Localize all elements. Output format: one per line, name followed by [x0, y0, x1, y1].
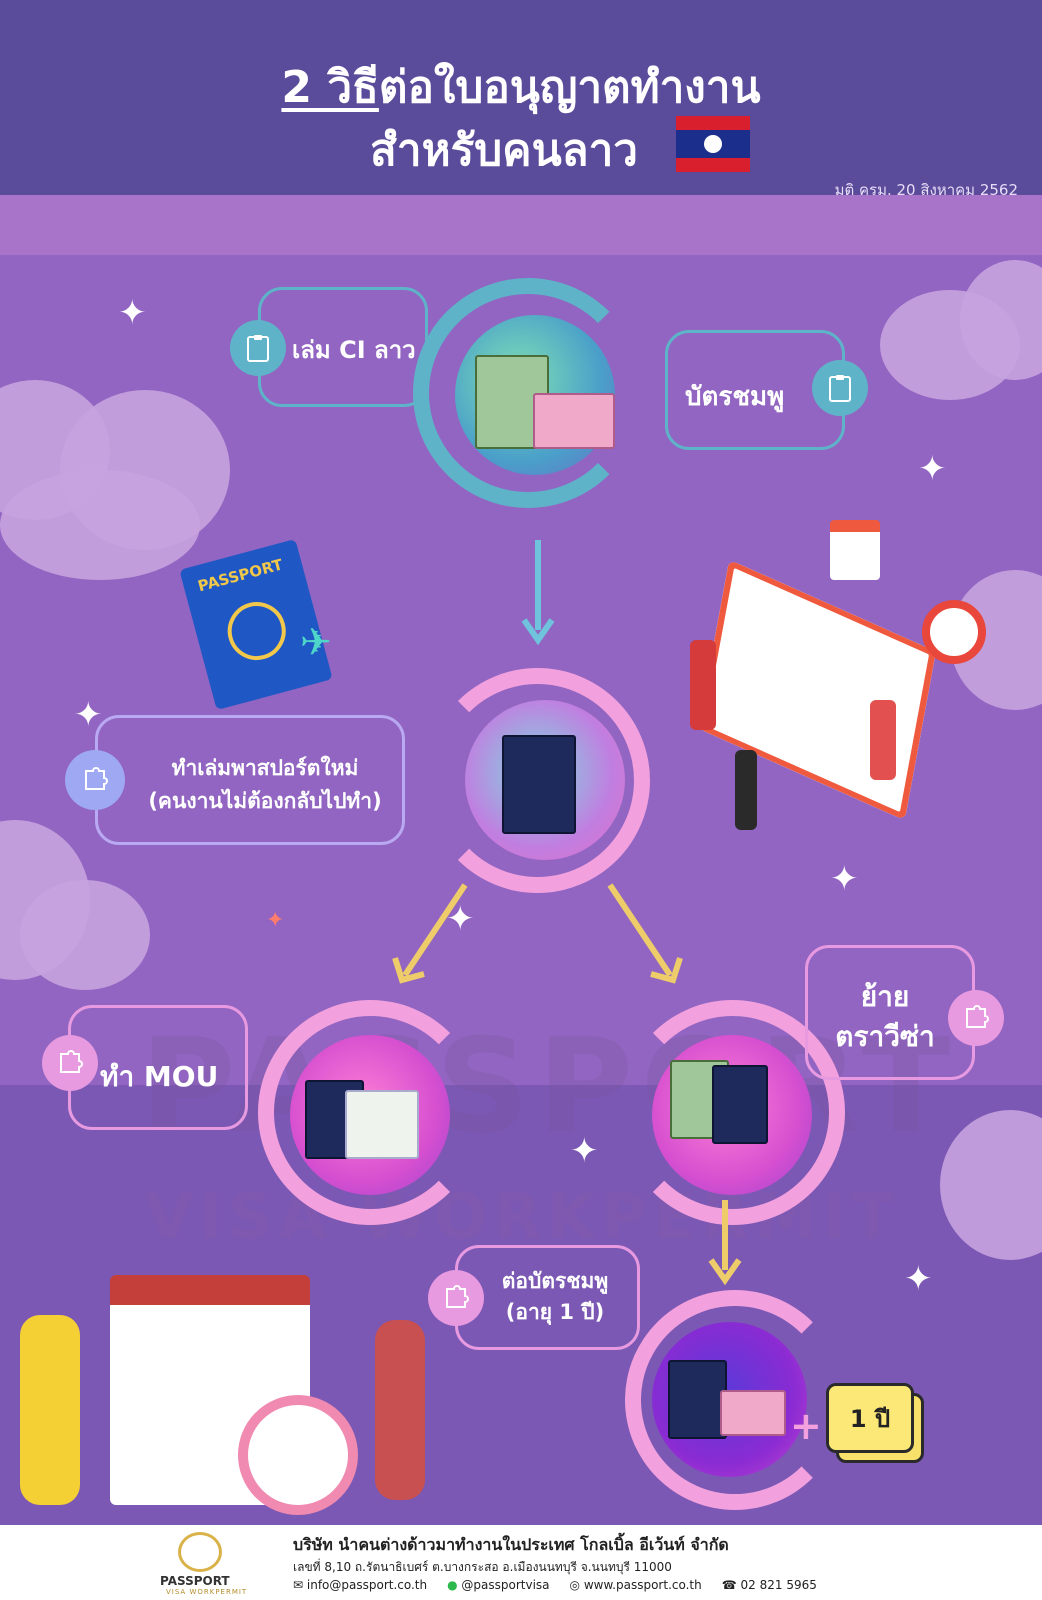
sparkle-icon: ✦	[904, 1259, 933, 1299]
person-figure	[735, 750, 757, 830]
label-renew-card-line1: ต่อบัตรชมพู	[501, 1269, 609, 1293]
arrow-down	[708, 1200, 742, 1285]
label-mou: ทำ MOU	[100, 1060, 219, 1093]
pink-card-image	[533, 393, 615, 449]
arrow-down-right	[607, 883, 683, 984]
arrow-down-left	[392, 883, 468, 984]
stopwatch-icon	[238, 1395, 358, 1515]
label-new-passport-line1: ทำเล่มพาสปอร์ตใหม่	[171, 756, 359, 780]
label-renew-card-line2: (อายุ 1 ปี)	[505, 1300, 605, 1324]
page-title-line1: 2 วิธีต่อใบอนุญาตทำงาน	[0, 52, 1042, 122]
contact-row: ✉ info@passport.co.th ● @passportvisa ◎ …	[293, 1578, 817, 1592]
title-rest: ต่อใบอนุญาตทำงาน	[378, 62, 761, 113]
mou-document-image	[345, 1090, 419, 1159]
phone-icon: ☎	[721, 1578, 741, 1592]
passport-illustration-label: PASSPORT	[195, 555, 285, 596]
puzzle-icon	[948, 990, 1004, 1046]
cloud	[960, 260, 1042, 380]
puzzle-icon	[65, 750, 125, 810]
laos-flag	[676, 116, 750, 172]
sparkle-icon: ✦	[830, 859, 859, 899]
line-contact[interactable]: ● @passportvisa	[447, 1578, 550, 1592]
puzzle-icon	[428, 1270, 484, 1326]
logo-sub: VISA WORKPERMIT	[166, 1588, 248, 1596]
person-figure	[375, 1320, 425, 1500]
cloud	[0, 470, 200, 580]
airplane-icon: ✈	[300, 620, 332, 664]
line-icon: ●	[447, 1578, 462, 1592]
scallop-edge	[0, 235, 1042, 250]
website-contact[interactable]: ◎ www.passport.co.th	[569, 1578, 702, 1592]
globe-icon: ◎	[569, 1578, 584, 1592]
passport-image	[668, 1360, 727, 1439]
plus-icon: +	[790, 1404, 822, 1448]
year-badge: 1 ปี	[826, 1383, 914, 1453]
person-figure	[870, 700, 896, 780]
sparkle-icon: ✦	[918, 449, 947, 489]
passport-image	[712, 1065, 768, 1144]
label-ci-book: เล่ม CI ลาว	[292, 336, 416, 364]
label-move-visa-line1: ย้าย	[860, 980, 910, 1013]
title-underlined-part: 2 วิธี	[281, 62, 379, 113]
label-pink-card: บัตรชมพู	[685, 382, 785, 412]
footer	[0, 1525, 1042, 1600]
clipboard-icon	[812, 360, 868, 416]
calendar-small-icon	[830, 520, 880, 580]
person-figure	[20, 1315, 80, 1505]
sparkle-icon: ✦	[118, 293, 147, 333]
cloud	[940, 1110, 1042, 1260]
arrow-down	[521, 540, 555, 646]
email-contact[interactable]: ✉ info@passport.co.th	[293, 1578, 428, 1592]
lao-passport-image	[502, 735, 576, 834]
header	[0, 0, 1042, 195]
email-icon: ✉	[293, 1578, 307, 1592]
company-address: เลขที่ 8,10 ถ.รัตนาธิเบศร์ ต.บางกระสอ อ.…	[293, 1560, 672, 1574]
cloud	[20, 880, 150, 990]
logo-name: PASSPORT	[160, 1574, 230, 1588]
page-title-line2: สำหรับคนลาว	[370, 125, 639, 176]
resolution-date: มติ ครม. 20 สิงหาคม 2562	[834, 181, 1018, 199]
label-move-visa-line2: ตราวีซ่า	[835, 1020, 935, 1053]
label-new-passport-line2: (คนงานไม่ต้องกลับไปทำ)	[148, 789, 382, 813]
company-logo-icon	[178, 1532, 222, 1572]
pink-card-image	[720, 1390, 786, 1436]
puzzle-icon	[230, 320, 286, 376]
company-name: บริษัท นำคนต่างด้าวมาทำงานในประเทศ โกลเบ…	[293, 1535, 729, 1554]
sparkle-icon: ✦	[570, 1131, 599, 1171]
person-figure	[690, 640, 716, 730]
phone-contact[interactable]: ☎ 02 821 5965	[721, 1578, 817, 1592]
globe-icon	[221, 595, 293, 667]
clock-icon	[922, 600, 986, 664]
puzzle-icon	[42, 1035, 98, 1091]
sparkle-icon: ✦	[266, 908, 285, 933]
